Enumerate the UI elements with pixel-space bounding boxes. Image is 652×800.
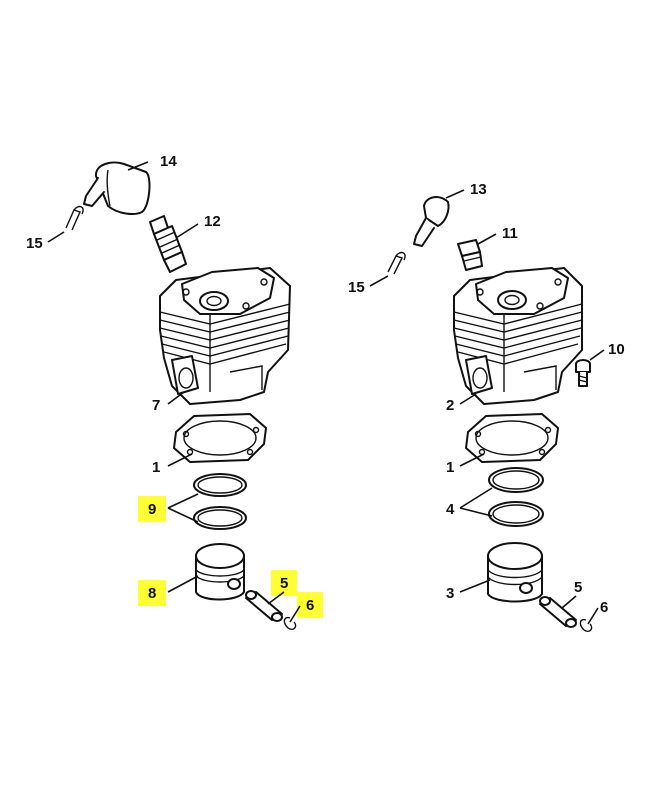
right-spark-plug	[457, 239, 483, 271]
left-piston-rings	[193, 473, 247, 530]
right-cylinder-gasket	[465, 413, 559, 463]
right-spark-plug-boot	[413, 196, 450, 247]
right-piston-pin	[539, 596, 577, 628]
left-assembly: 14 15 12 7 1 9 8 5 6	[26, 153, 323, 631]
right-label-5: 5	[574, 579, 582, 596]
left-highlight-8	[138, 580, 166, 606]
right-cylinder-screw	[575, 359, 591, 387]
left-cylinder	[159, 267, 291, 405]
left-highlight-6	[297, 592, 323, 618]
right-label-13: 13	[470, 181, 487, 198]
right-label-3: 3	[446, 585, 454, 602]
right-label-4: 4	[446, 501, 455, 518]
left-piston	[195, 543, 245, 601]
right-piston-rings	[488, 467, 544, 527]
right-label-1: 1	[446, 459, 454, 476]
right-circlip	[579, 618, 593, 633]
left-spring-clip	[65, 205, 84, 231]
left-label-8: 8	[148, 585, 156, 602]
left-label-9: 9	[148, 501, 156, 518]
left-spark-plug	[149, 215, 187, 273]
right-label-6: 6	[600, 599, 608, 616]
right-cylinder	[453, 267, 583, 405]
right-label-11: 11	[502, 225, 518, 242]
left-piston-pin	[245, 590, 283, 622]
right-label-2: 2	[446, 397, 454, 414]
left-label-1: 1	[152, 459, 160, 476]
left-label-6: 6	[306, 597, 314, 614]
left-cylinder-gasket	[173, 413, 267, 463]
right-assembly: 13 11 15 10 2 1 4 3 5 6	[348, 181, 625, 633]
left-spark-plug-boot	[83, 161, 151, 215]
right-label-10: 10	[608, 341, 625, 358]
right-piston	[487, 542, 543, 603]
left-label-12: 12	[204, 213, 221, 230]
left-label-5: 5	[280, 575, 288, 592]
left-label-14: 14	[160, 153, 177, 170]
right-spring-clip	[387, 251, 406, 275]
left-highlight-5	[271, 570, 297, 596]
left-label-15: 15	[26, 235, 43, 252]
right-label-15: 15	[348, 279, 365, 296]
left-label-7: 7	[152, 397, 160, 414]
left-circlip	[283, 616, 297, 631]
left-highlight-9	[138, 496, 166, 522]
